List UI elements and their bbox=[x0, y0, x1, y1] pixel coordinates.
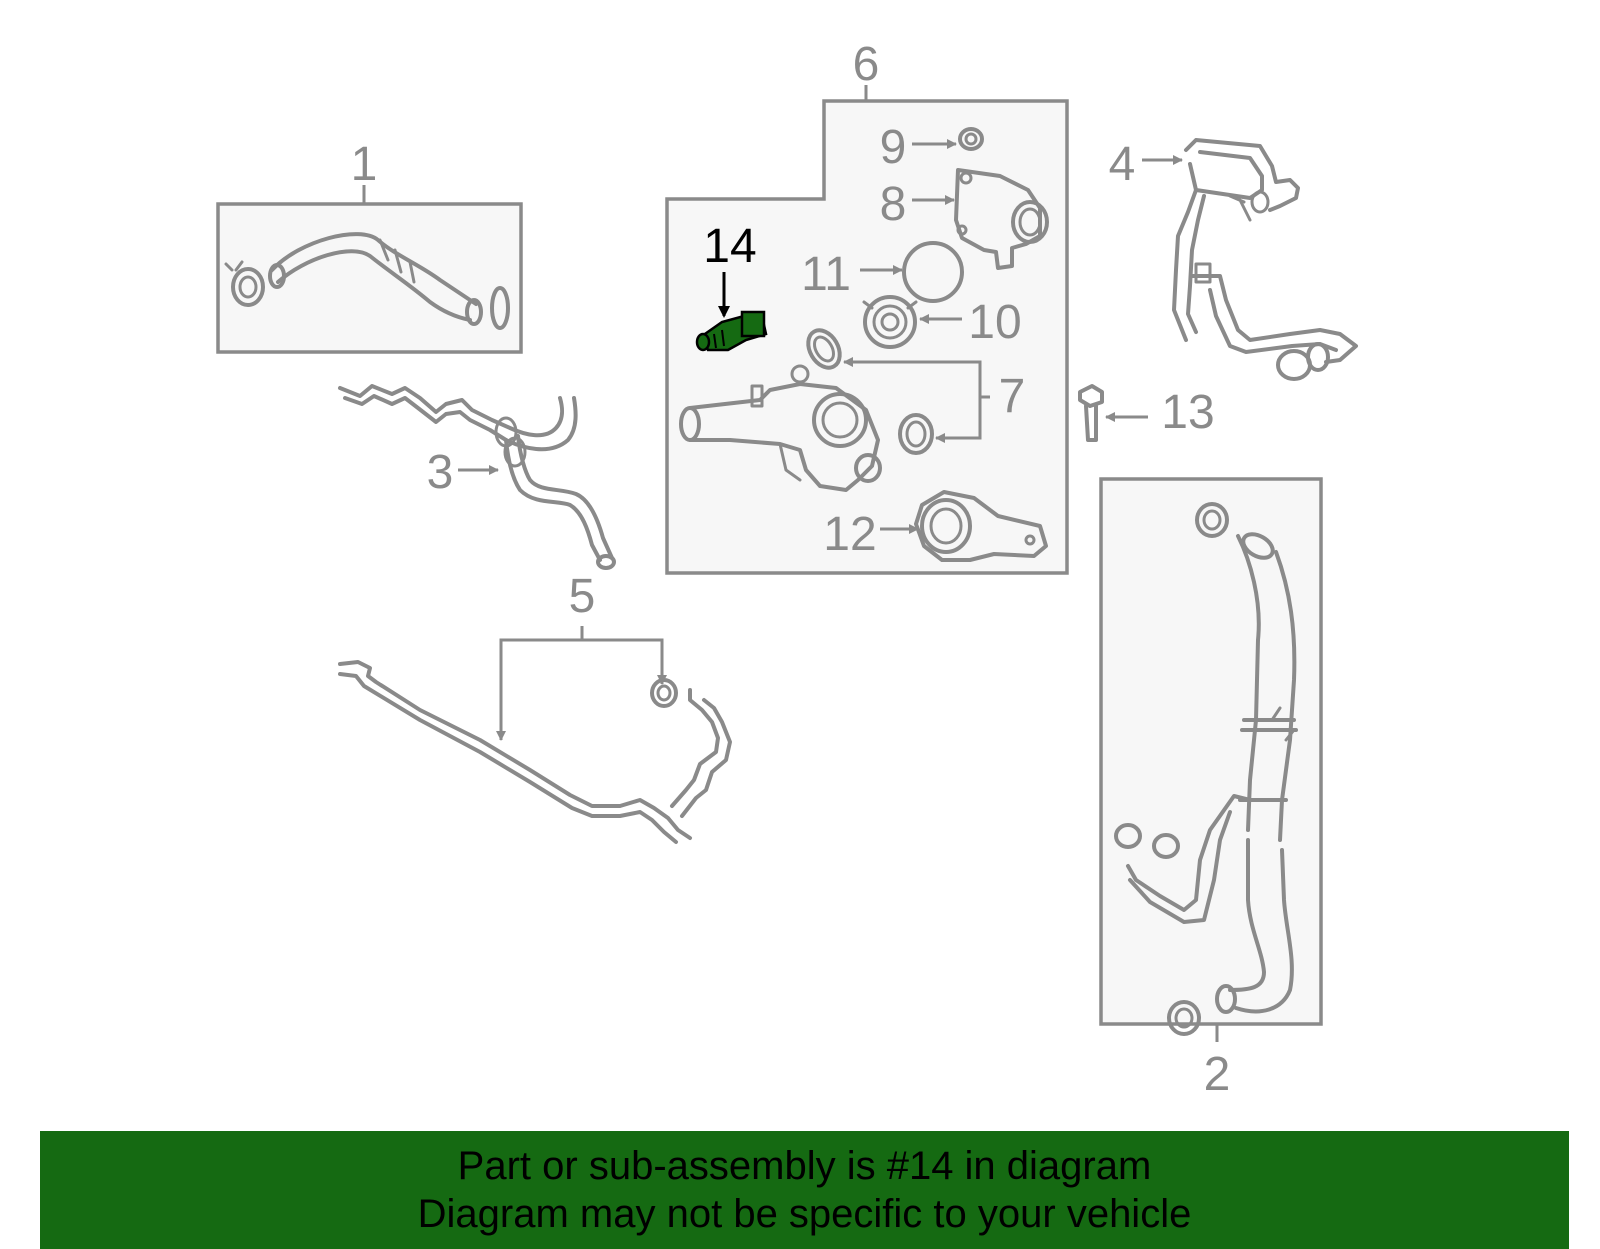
part-2-lower-hose[interactable] bbox=[1099, 477, 1323, 1042]
info-banner: Part or sub-assembly is #14 in diagram D… bbox=[40, 1131, 1569, 1249]
part-10-thermostat[interactable] bbox=[862, 295, 918, 349]
callout-14: 14 bbox=[703, 220, 756, 273]
part-1-upper-hose[interactable] bbox=[216, 185, 523, 354]
part-4-hose[interactable] bbox=[1172, 138, 1358, 381]
callout-2: 2 bbox=[1204, 1048, 1231, 1101]
banner-line-1: Part or sub-assembly is #14 in diagram bbox=[457, 1144, 1152, 1188]
callout-5: 5 bbox=[569, 570, 596, 623]
part-8-housing[interactable] bbox=[954, 168, 1049, 270]
leader-7 bbox=[843, 357, 990, 399]
leader-5 bbox=[496, 626, 584, 741]
part-7-outlet[interactable] bbox=[679, 325, 934, 492]
part-5-tube[interactable] bbox=[338, 660, 732, 844]
part-12-flange[interactable] bbox=[914, 490, 1048, 562]
part-13-bolt[interactable] bbox=[1078, 384, 1104, 442]
part-6-assembly-box[interactable] bbox=[665, 99, 1069, 575]
callout-12: 12 bbox=[823, 508, 876, 561]
callout-1: 1 bbox=[351, 138, 378, 191]
callout-10: 10 bbox=[968, 296, 1021, 349]
callout-9: 9 bbox=[880, 121, 907, 174]
callout-3: 3 bbox=[427, 446, 454, 499]
part-14-sensor[interactable] bbox=[695, 310, 768, 352]
callout-8: 8 bbox=[880, 178, 907, 231]
callout-6: 6 bbox=[853, 38, 880, 91]
part-11-gasket[interactable] bbox=[902, 241, 964, 303]
callout-7: 7 bbox=[999, 370, 1026, 423]
part-3-hose[interactable] bbox=[338, 384, 616, 570]
callout-11: 11 bbox=[801, 248, 851, 301]
callout-4: 4 bbox=[1109, 138, 1136, 191]
banner-line-2: Diagram may not be specific to your vehi… bbox=[417, 1192, 1192, 1236]
callout-13: 13 bbox=[1161, 386, 1214, 439]
part-9-cap[interactable] bbox=[958, 127, 984, 151]
